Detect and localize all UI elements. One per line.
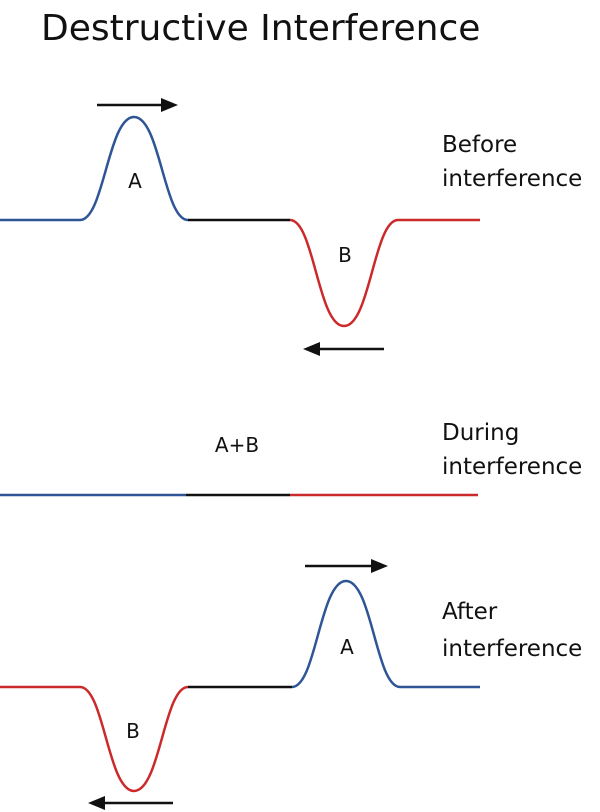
pulse-a-before bbox=[0, 115, 189, 222]
pulse-b-label-after: B bbox=[126, 719, 140, 743]
arrow-left-icon bbox=[88, 796, 173, 810]
caption-before-line2: interference bbox=[442, 166, 582, 192]
stage-before: A B Before interference bbox=[0, 98, 582, 356]
caption-during-line1: During bbox=[442, 420, 519, 446]
pulse-a-label-after: A bbox=[340, 635, 354, 659]
arrow-right-icon bbox=[305, 559, 388, 573]
pulse-a-after bbox=[291, 579, 480, 689]
pulse-b-label-before: B bbox=[338, 243, 352, 267]
caption-after-line1: After bbox=[442, 599, 498, 625]
caption-during-line2: interference bbox=[442, 454, 582, 480]
pulse-b-before bbox=[289, 218, 480, 328]
diagram-title: Destructive Interference bbox=[41, 8, 480, 49]
stage-during: A+B During interference bbox=[0, 420, 582, 497]
caption-after-line2: interference bbox=[442, 636, 582, 662]
arrow-left-icon bbox=[303, 342, 384, 356]
pulse-a-label-before: A bbox=[128, 169, 142, 193]
pulse-b-after bbox=[0, 685, 189, 793]
stage-after: A B After interference bbox=[0, 559, 582, 810]
combined-label-during: A+B bbox=[215, 433, 259, 457]
arrow-right-icon bbox=[97, 98, 178, 112]
caption-before-line1: Before bbox=[442, 132, 517, 158]
